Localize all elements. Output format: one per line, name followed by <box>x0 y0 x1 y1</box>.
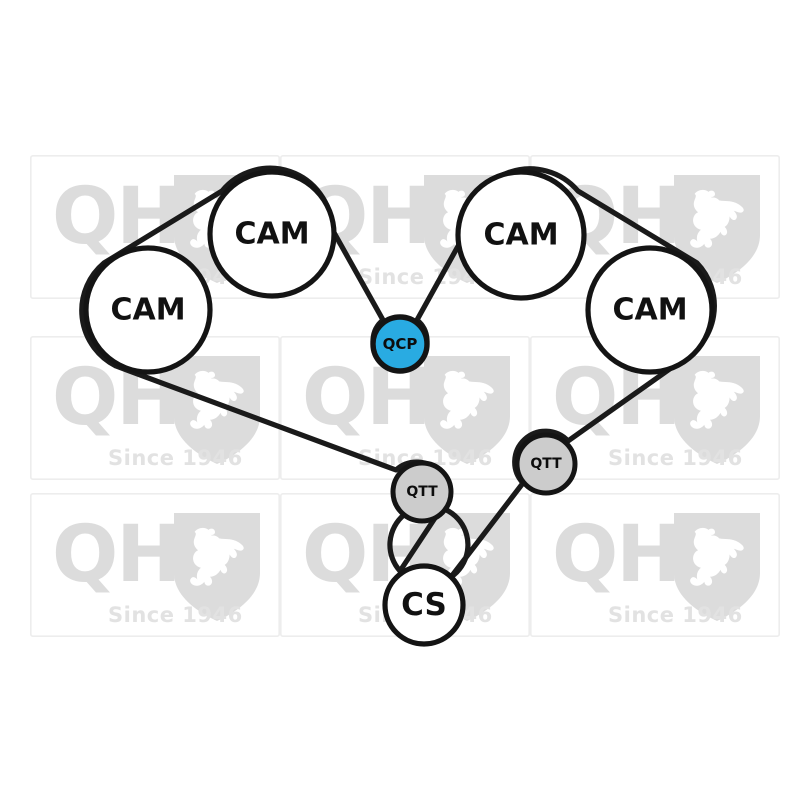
pulley-circle-cam-4 <box>585 245 715 375</box>
pulley-circle-qtt-left <box>390 460 454 524</box>
pulley-cs: CS <box>382 563 466 647</box>
pulley-qcp: QCP <box>370 314 430 374</box>
pulley-qtt-left: QTT <box>390 460 454 524</box>
pulley-circle-qtt-right <box>514 432 578 496</box>
pulley-label-cs: CS <box>401 587 447 623</box>
pulley-cam-2: CAM <box>207 169 337 299</box>
pulley-label-cam-3: CAM <box>483 218 558 253</box>
pulley-cam-1: CAM <box>83 245 213 375</box>
pulley-circle-qcp <box>370 314 430 374</box>
pulley-label-cam-4: CAM <box>612 293 687 328</box>
pulley-label-qtt-right: QTT <box>530 456 562 472</box>
pulley-label-qtt-left: QTT <box>406 484 438 500</box>
pulley-qtt-right: QTT <box>514 432 578 496</box>
pulley-group: CAM CAM CAM CAM QCP QTT QTT CS <box>83 169 715 647</box>
pulley-label-cam-2: CAM <box>234 217 309 252</box>
pulley-cam-3: CAM <box>455 169 587 301</box>
pulley-circle-cs <box>382 563 466 647</box>
pulley-circle-cam-3 <box>455 169 587 301</box>
pulley-circle-cam-2 <box>207 169 337 299</box>
pulley-cam-4: CAM <box>585 245 715 375</box>
pulley-label-cam-1: CAM <box>110 293 185 328</box>
pulley-label-qcp: QCP <box>383 335 418 353</box>
pulley-circle-cam-1 <box>83 245 213 375</box>
